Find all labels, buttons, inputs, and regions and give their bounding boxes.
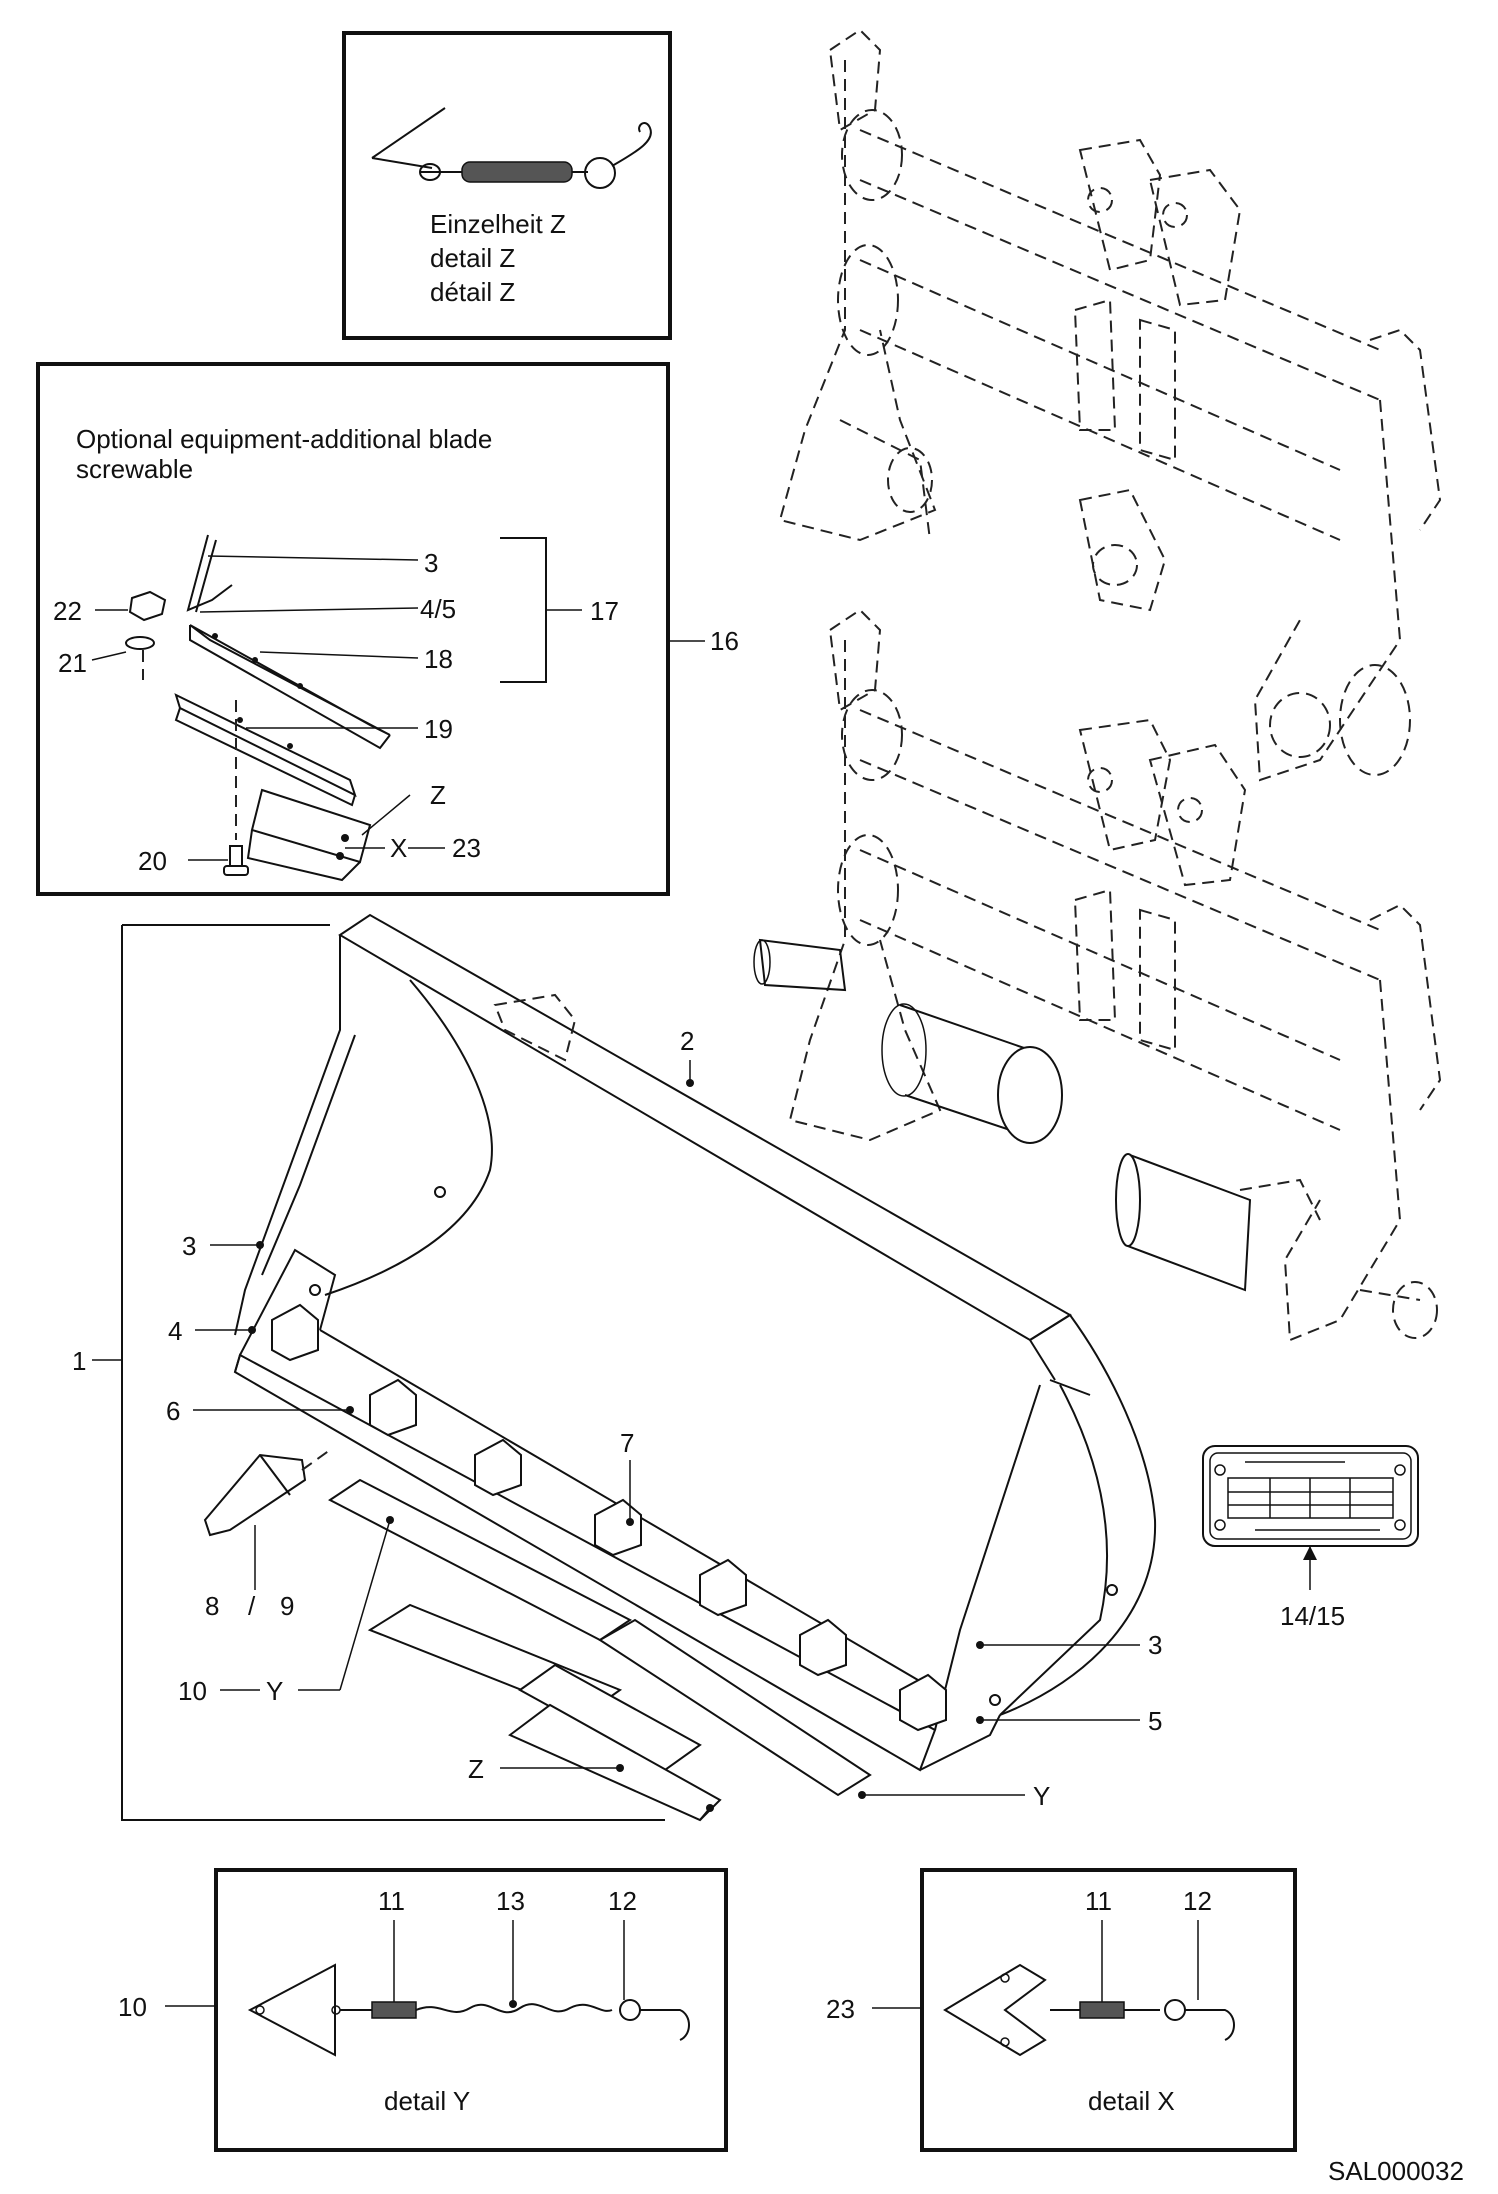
- coupler-frame-lower: [753, 608, 1442, 1342]
- additional-blade-illustration: [91, 534, 705, 882]
- tooth-sockets: [271, 1303, 947, 1732]
- bucket-label-8: 8: [205, 1591, 219, 1621]
- nameplate-label: 14/15: [1280, 1601, 1345, 1631]
- detail-y-caption: detail Y: [384, 2086, 470, 2116]
- bucket-label-y: Y: [266, 1676, 283, 1706]
- bucket-label-4: 4: [168, 1316, 182, 1346]
- coupler-frame-upper: [778, 28, 1442, 782]
- bucket-label-y-right: Y: [1033, 1781, 1050, 1811]
- bucket-label-z: Z: [468, 1754, 484, 1784]
- detail-y-label-13: 13: [496, 1886, 525, 1916]
- detail-z-line-2: detail Z: [430, 243, 515, 273]
- bucket-label-1: 1: [72, 1346, 86, 1376]
- bucket-label-5: 5: [1148, 1706, 1162, 1736]
- bucket-label-slash: /: [248, 1591, 256, 1621]
- label-z: Z: [430, 780, 446, 810]
- bucket-tooth: [203, 1449, 331, 1537]
- bucket-label-6: 6: [166, 1396, 180, 1426]
- nameplate: [1202, 1445, 1419, 1590]
- detail-y-label-10: 10: [118, 1992, 147, 2022]
- detail-x-box: 11 12 detail X: [872, 1868, 1297, 2152]
- label-3: 3: [424, 548, 438, 578]
- bucket-label-7: 7: [620, 1428, 634, 1458]
- bucket-label-2: 2: [680, 1026, 694, 1056]
- bucket-label-9: 9: [280, 1591, 294, 1621]
- detail-y-label-11: 11: [378, 1886, 405, 1916]
- label-16: 16: [710, 626, 739, 656]
- detail-x-label-23: 23: [826, 1994, 855, 2024]
- detail-x-label-11: 11: [1085, 1886, 1112, 1916]
- label-18: 18: [424, 644, 453, 674]
- label-x: X: [390, 833, 407, 863]
- label-23: 23: [452, 833, 481, 863]
- optional-title-line-1: Optional equipment-additional blade: [76, 424, 492, 454]
- optional-equipment-box: Optional equipment-additional blade scre…: [36, 362, 739, 896]
- label-22: 22: [53, 596, 82, 626]
- bucket-label-3-right: 3: [1148, 1630, 1162, 1660]
- quick-coupler-frames: [753, 28, 1442, 1342]
- label-20: 20: [138, 846, 167, 876]
- detail-z-box: Einzelheit Z detail Z détail Z: [342, 31, 672, 340]
- detail-x-label-12: 12: [1183, 1886, 1212, 1916]
- detail-x-illustration: [943, 1920, 1235, 2057]
- detail-y-illustration: [247, 1920, 690, 2057]
- optional-title-line-2: screwable: [76, 454, 193, 484]
- drawing-code: SAL000032: [1328, 2156, 1464, 2186]
- detail-x-caption: detail X: [1088, 2086, 1175, 2116]
- label-4-5: 4/5: [420, 594, 456, 624]
- label-17: 17: [590, 596, 619, 626]
- bucket: [92, 913, 1157, 1822]
- detail-y-label-12: 12: [608, 1886, 637, 1916]
- bucket-label-10: 10: [178, 1676, 207, 1706]
- bucket-label-3-left: 3: [182, 1231, 196, 1261]
- spring-hook-illustration: [371, 107, 652, 189]
- detail-y-box: 11 13 12 detail Y: [165, 1868, 728, 2152]
- detail-z-line-3: détail Z: [430, 277, 515, 307]
- detail-z-line-1: Einzelheit Z: [430, 209, 566, 239]
- label-21: 21: [58, 648, 87, 678]
- label-19: 19: [424, 714, 453, 744]
